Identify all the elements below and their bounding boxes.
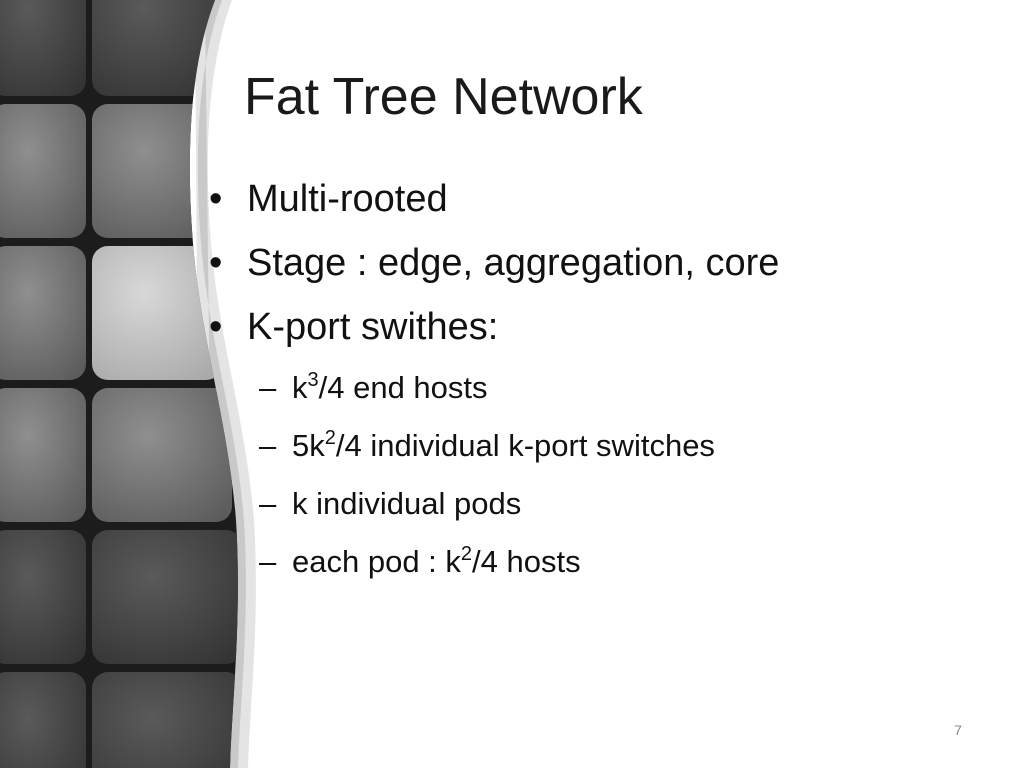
sub-bullet-text: each pod : k xyxy=(292,544,461,579)
dash-marker: – xyxy=(259,428,277,463)
superscript: 2 xyxy=(324,427,336,449)
sub-bullet-text: k xyxy=(292,370,308,405)
sub-bullet-item: – k3/4 end hosts xyxy=(205,368,985,408)
sub-bullet-item: – 5k2/4 individual k-port switches xyxy=(205,426,985,466)
bullet-list: • Multi-rooted • Stage : edge, aggregati… xyxy=(205,176,985,600)
bullet-text: K-port swithes: xyxy=(247,306,499,348)
sub-bullet-item: – each pod : k2/4 hosts xyxy=(205,542,985,582)
bullet-marker: • xyxy=(209,242,223,284)
superscript: 3 xyxy=(307,369,319,391)
bullet-text: Multi-rooted xyxy=(247,178,448,220)
sub-bullet-text: /4 end hosts xyxy=(318,370,488,405)
bullet-item: • Stage : edge, aggregation, core xyxy=(205,240,985,286)
dash-marker: – xyxy=(259,544,277,579)
bullet-marker: • xyxy=(209,306,223,348)
sub-bullet-item: – k individual pods xyxy=(205,484,985,524)
bullet-item: • Multi-rooted xyxy=(205,176,985,222)
sub-bullet-text: /4 individual k-port switches xyxy=(335,428,715,463)
slide-title: Fat Tree Network xyxy=(244,68,643,126)
bullet-marker: • xyxy=(209,178,223,220)
sub-bullet-text: 5k xyxy=(292,428,325,463)
bullet-item: • K-port swithes: xyxy=(205,304,985,350)
sub-bullet-text: /4 hosts xyxy=(472,544,581,579)
sub-bullet-text: k individual pods xyxy=(292,486,522,521)
bullet-text: Stage : edge, aggregation, core xyxy=(247,242,780,284)
dash-marker: – xyxy=(259,486,277,521)
dash-marker: – xyxy=(259,370,277,405)
superscript: 2 xyxy=(460,543,473,565)
page-number: 7 xyxy=(954,722,962,738)
